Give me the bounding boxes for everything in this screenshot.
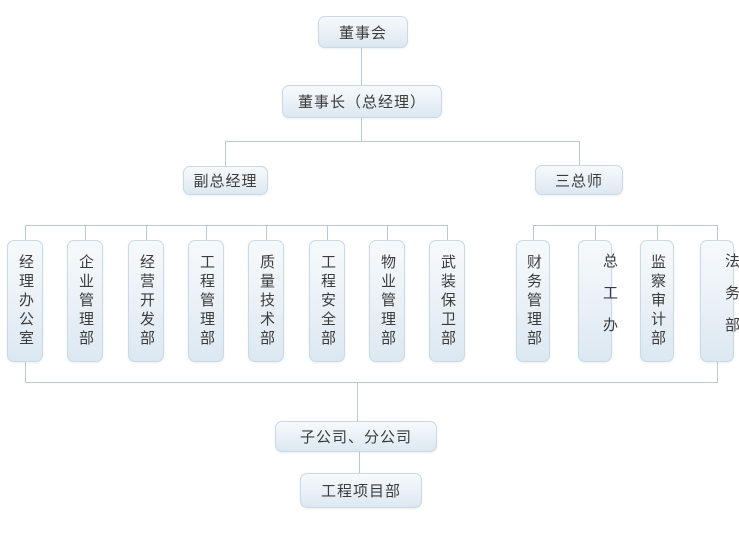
connector-drop-dept-1 <box>25 225 26 240</box>
connector-drop-dept-5 <box>266 225 267 240</box>
node-subsidiaries-branches: 子公司、分公司 <box>275 421 437 452</box>
connector-rail-chiefs <box>579 141 580 165</box>
connector-drop-dept-10 <box>595 225 596 240</box>
connector-branch-rail <box>225 141 580 142</box>
node-dept-supervision-audit: 监察审计部 <box>640 240 674 362</box>
node-dept-quality-technology: 质量技术部 <box>248 240 284 362</box>
node-dept-engineering-safety: 工程安全部 <box>309 240 345 362</box>
connector-drop-dept-6 <box>327 225 328 240</box>
connector-right-dept-rail <box>533 225 718 226</box>
connector-drop-dept-9 <box>533 225 534 240</box>
node-engineering-project-dept: 工程项目部 <box>300 473 422 508</box>
connector-rail-subsidiaries <box>357 382 358 421</box>
node-dept-armed-security: 武装保卫部 <box>429 240 465 362</box>
connector-subsidiaries-project <box>359 452 360 473</box>
node-dept-enterprise-management: 企业管理部 <box>67 240 103 362</box>
node-three-chief-engineers: 三总师 <box>535 165 623 195</box>
connector-drop-dept-2 <box>85 225 86 240</box>
node-dept-finance-management: 财务管理部 <box>516 240 550 362</box>
node-dept-legal-affairs: 法务部 <box>700 240 739 362</box>
node-deputy-general-manager: 副总经理 <box>183 166 268 195</box>
node-dept-property-management: 物业管理部 <box>369 240 405 362</box>
connector-left-dept-rail <box>25 225 448 226</box>
connector-drop-dept-8 <box>447 225 448 240</box>
node-dept-engineering-management: 工程管理部 <box>188 240 224 362</box>
connector-bottom-rail <box>25 382 718 383</box>
node-board-of-directors: 董事会 <box>318 16 408 48</box>
connector-rail-deputy <box>225 141 226 166</box>
node-dept-business-development: 经营开发部 <box>128 240 164 362</box>
connector-right-down <box>717 362 718 382</box>
connector-left-down <box>25 362 26 382</box>
connector-drop-dept-4 <box>206 225 207 240</box>
connector-board-chairman <box>361 48 362 85</box>
connector-chairman-rail <box>361 118 362 141</box>
connector-drop-dept-3 <box>146 225 147 240</box>
node-dept-manager-office: 经理办公室 <box>7 240 43 362</box>
connector-drop-dept-7 <box>387 225 388 240</box>
node-dept-chief-engineer-office: 总工办 <box>578 240 618 362</box>
connector-drop-dept-12 <box>717 225 718 240</box>
connector-drop-dept-11 <box>657 225 658 240</box>
node-chairman-general-manager: 董事长（总经理） <box>282 85 442 118</box>
